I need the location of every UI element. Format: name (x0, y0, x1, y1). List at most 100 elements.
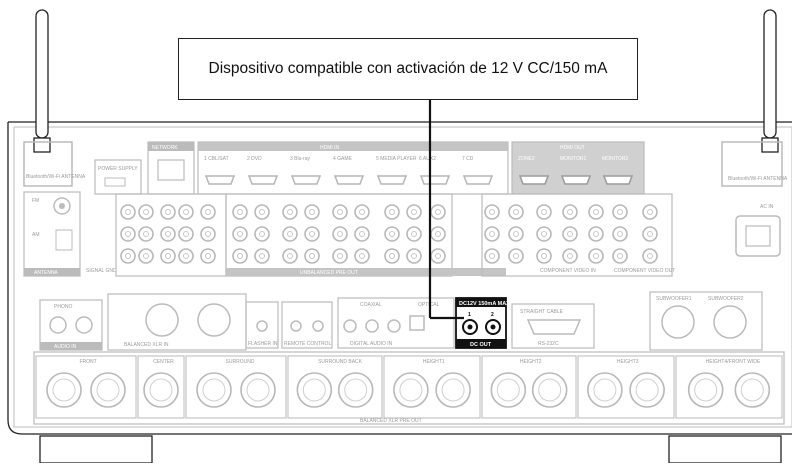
rca-jack-center (593, 209, 599, 215)
rca-jack (232, 248, 248, 264)
rca-jack (562, 248, 578, 264)
hdmi-in-port (376, 175, 408, 185)
rca-jack (612, 248, 628, 264)
xlr-group-label: CENTER (153, 359, 174, 365)
rca-jack-center (259, 253, 265, 259)
rca-jack (232, 226, 248, 242)
rca-jack-center (237, 231, 243, 237)
hdmi-in-port (290, 175, 322, 185)
left-antenna (33, 9, 51, 153)
antenna-left-label: Bluetooth/Wi-Fi ANTENNA (26, 174, 86, 180)
rca-jack-center (411, 253, 417, 259)
xlr-jack (90, 372, 126, 408)
hdmi-out-port (560, 175, 592, 185)
xlr-jack-inner (496, 378, 520, 402)
rca-jack-center (567, 209, 573, 215)
rca-jack (536, 226, 552, 242)
xlr-jack (240, 372, 276, 408)
rca-jack (536, 248, 552, 264)
rca-jack-center (489, 209, 495, 215)
rs232c-label: RS-232C (538, 341, 559, 347)
hdmi-out-port-label: ZONE2 (518, 156, 535, 162)
xlr-jack (734, 372, 771, 408)
xlr-jack (46, 372, 82, 408)
xlr-jack (435, 372, 471, 408)
rca-jack-grid (120, 204, 658, 264)
rca-jack (160, 204, 176, 220)
rca-jack (406, 248, 422, 264)
chassis-outline (7, 122, 792, 435)
signal-gnd-label: SIGNAL GND (86, 268, 117, 274)
rca-jack-center (489, 253, 495, 259)
rca-jack (332, 204, 348, 220)
rca-jack (354, 248, 370, 264)
rca-jack-center (411, 231, 417, 237)
xlr-jack-inner (538, 378, 562, 402)
xlr-jack-inner (740, 378, 764, 402)
xlr-group (383, 355, 481, 419)
hdmi-out-port (602, 175, 634, 185)
power-supply-label: POWER SUPPLY (98, 166, 138, 172)
xlr-jack (296, 372, 333, 408)
audio-in-label: AUDIO IN (54, 344, 77, 350)
hdmi-in-port-label: 4 GAME (333, 156, 353, 162)
rca-jack (332, 248, 348, 264)
rca-jack-center (435, 209, 441, 215)
rca-jack (406, 226, 422, 242)
xlr-group (287, 355, 383, 419)
dc-out-label: DC OUT (470, 342, 492, 348)
xlr-group-label: HEIGHT1 (423, 359, 445, 365)
rca-jack (384, 248, 400, 264)
hdmi-out-port-label: MONITOR1 (560, 156, 587, 162)
rca-jack (160, 226, 176, 242)
rca-jack-center (647, 231, 653, 237)
hdmi-out-port (518, 175, 550, 185)
rca-jack-center (359, 253, 365, 259)
rca-jack (536, 204, 552, 220)
rca-jack (120, 204, 136, 220)
straight-cable-label: STRAIGHT CABLE (520, 309, 564, 315)
rca-jack-center (309, 231, 315, 237)
dc-out-header: DC12V 150mA MAX. (459, 301, 512, 307)
balanced-xlr-pre-out-label: BALANCED XLR PRE OUT (360, 418, 422, 424)
rca-jack-center (593, 231, 599, 237)
xlr-jack-inner (593, 378, 617, 402)
rca-jack (406, 204, 422, 220)
rca-jack-center (567, 231, 573, 237)
ac-inlet (735, 215, 781, 257)
xlr-group (577, 355, 675, 419)
rca-jack (200, 204, 216, 220)
rca-jack-center (593, 253, 599, 259)
rca-jack-center (287, 253, 293, 259)
xlr-jack-inner (149, 378, 173, 402)
rca-jack-center (205, 209, 211, 215)
rca-jack-center (541, 209, 547, 215)
rca-jack-center (567, 253, 573, 259)
right-foot (668, 435, 782, 464)
callout-text: Dispositivo compatible con activación de… (208, 60, 608, 77)
rca-jack-center (237, 209, 243, 215)
callout-box: Dispositivo compatible con activación de… (178, 38, 638, 100)
hdmi-in-port-label: 2 DVD (247, 156, 262, 162)
xlr-jack-inner (302, 378, 326, 402)
rca-jack-center (359, 231, 365, 237)
dc-pin1-label: 1 (468, 312, 471, 318)
digital-audio-in-label: DIGITAL AUDIO IN (350, 341, 393, 347)
xlr-jack (629, 372, 665, 408)
xlr-group-label: HEIGHT2 (520, 359, 542, 365)
hdmi-in-port (247, 175, 279, 185)
am-label: AM (32, 232, 40, 238)
rca-jack (588, 226, 604, 242)
rca-jack (178, 204, 194, 220)
rca-jack-center (183, 209, 189, 215)
hdmi-in-label: HDMI IN (320, 145, 340, 151)
rca-jack-center (337, 209, 343, 215)
xlr-jack-inner (694, 378, 718, 402)
rca-jack (354, 226, 370, 242)
rca-jack-center (389, 231, 395, 237)
rca-jack-center (143, 209, 149, 215)
rca-jack-center (617, 231, 623, 237)
xlr-jack-inner (246, 378, 270, 402)
rca-jack (588, 204, 604, 220)
